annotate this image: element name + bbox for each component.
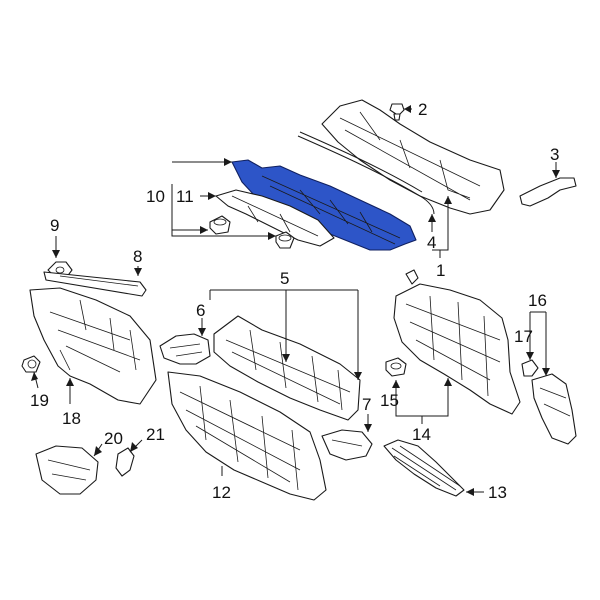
callout-numbers: 2 3 4 1 10 11 9 8 5 6 7 12 13 14 15 16 1… bbox=[30, 100, 559, 502]
callout-8[interactable]: 8 bbox=[133, 247, 142, 266]
part-brace-8[interactable] bbox=[43, 271, 147, 297]
callout-10[interactable]: 10 bbox=[146, 187, 165, 206]
callout-12[interactable]: 12 bbox=[212, 483, 231, 502]
part-insulator-20[interactable] bbox=[35, 445, 99, 495]
part-insulator-18[interactable] bbox=[29, 287, 157, 405]
callout-1[interactable]: 1 bbox=[436, 261, 445, 280]
part-bracket-21[interactable] bbox=[115, 447, 135, 477]
callout-21[interactable]: 21 bbox=[146, 425, 165, 444]
part-insulator-14[interactable] bbox=[393, 269, 521, 415]
part-grommet-a[interactable] bbox=[209, 215, 231, 235]
callout-5[interactable]: 5 bbox=[280, 269, 289, 288]
part-clip-17[interactable] bbox=[521, 359, 539, 377]
part-reinforcement-13[interactable] bbox=[383, 439, 465, 497]
part-bracket-6[interactable] bbox=[159, 333, 211, 365]
callout-13[interactable]: 13 bbox=[488, 483, 507, 502]
callout-18[interactable]: 18 bbox=[62, 409, 81, 428]
callout-17[interactable]: 17 bbox=[514, 327, 533, 346]
cowl-panel-ribs bbox=[261, 175, 401, 245]
callout-7[interactable]: 7 bbox=[362, 395, 371, 414]
callout-4[interactable]: 4 bbox=[427, 233, 436, 252]
part-dash-panel-12[interactable] bbox=[167, 371, 327, 501]
part-bracket-7[interactable] bbox=[321, 429, 373, 461]
callout-11[interactable]: 11 bbox=[176, 187, 194, 206]
part-grommet-b[interactable] bbox=[275, 231, 295, 249]
callout-19[interactable]: 19 bbox=[30, 391, 49, 410]
part-dash-upper-5[interactable] bbox=[213, 315, 361, 421]
callout-2[interactable]: 2 bbox=[418, 100, 427, 119]
callout-6[interactable]: 6 bbox=[196, 301, 205, 320]
callout-20[interactable]: 20 bbox=[104, 429, 123, 448]
part-bracket-16[interactable] bbox=[531, 373, 577, 445]
callout-15[interactable]: 15 bbox=[380, 391, 399, 410]
part-insulator-11[interactable] bbox=[215, 189, 335, 247]
part-bracket-3[interactable] bbox=[519, 177, 577, 207]
part-clip-2[interactable] bbox=[389, 103, 405, 121]
callout-9[interactable]: 9 bbox=[50, 216, 59, 235]
leader-arrowheads bbox=[31, 105, 560, 496]
callout-3[interactable]: 3 bbox=[550, 145, 559, 164]
callout-14[interactable]: 14 bbox=[412, 425, 431, 444]
part-grommet-15[interactable] bbox=[385, 357, 407, 377]
part-plug-19[interactable] bbox=[21, 355, 41, 373]
callout-16[interactable]: 16 bbox=[528, 291, 547, 310]
part-weatherstrip[interactable] bbox=[297, 131, 435, 215]
part-cowl-top-panel[interactable] bbox=[321, 99, 505, 215]
